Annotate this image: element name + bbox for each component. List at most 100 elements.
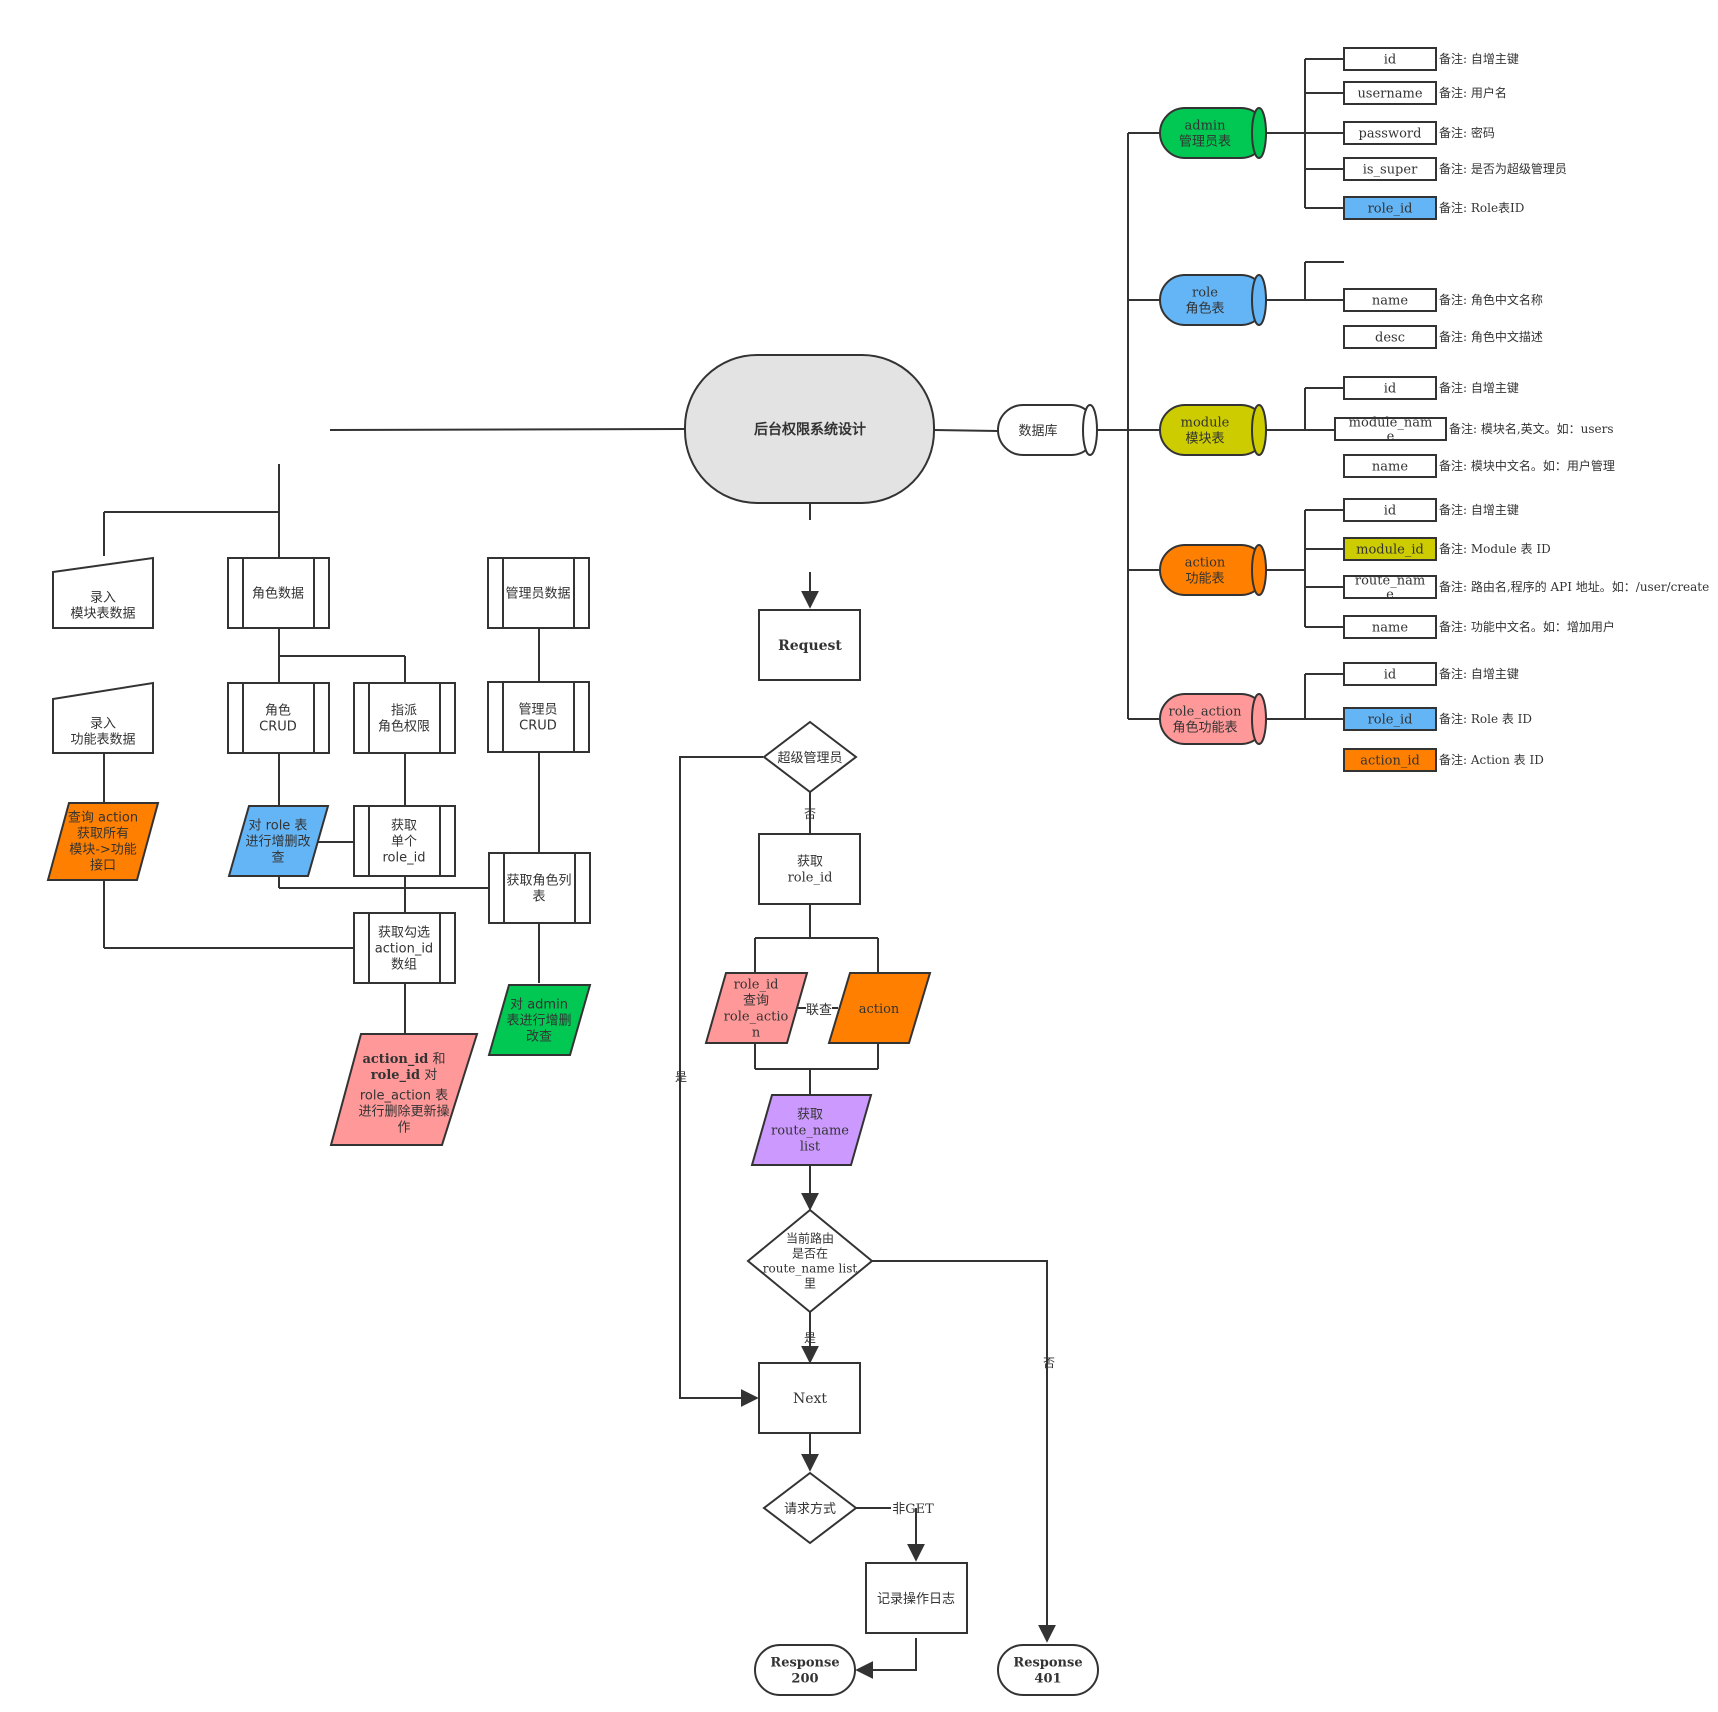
input-module-node: 录入模块表数据 <box>52 556 154 629</box>
field-note: 备注: Role 表 ID <box>1439 711 1532 726</box>
field-note: 备注: 模块中文名。如：用户管理 <box>1439 458 1615 473</box>
field-name: name <box>1372 294 1408 309</box>
field-box <box>1343 121 1437 145</box>
field-box <box>1343 498 1437 522</box>
action-node: action <box>827 972 932 1044</box>
svg-text:请求方式: 请求方式 <box>784 1501 836 1517</box>
log-node: 记录操作日志 <box>865 1562 968 1634</box>
field-name: role_id <box>1368 202 1413 217</box>
field-note: 备注: 角色中文名称 <box>1439 292 1543 307</box>
field-name: id <box>1384 504 1396 519</box>
field-note: 备注: Module 表 ID <box>1439 541 1551 556</box>
field-box <box>1343 575 1437 599</box>
field-note: 备注: Role表ID <box>1439 200 1524 215</box>
field-box <box>1343 662 1437 686</box>
role-table-crud-node: 对 role 表进行增删改查 <box>227 805 330 877</box>
svg-text:Request: Request <box>778 638 842 654</box>
field-box <box>1343 157 1437 181</box>
field-box <box>1343 615 1437 639</box>
svg-text:录入模块表数据: 录入模块表数据 <box>70 591 135 622</box>
field-box <box>1334 417 1447 441</box>
svg-text:记录操作日志: 记录操作日志 <box>877 1591 955 1607</box>
field-box <box>1343 325 1437 349</box>
field-name: role_id <box>1368 713 1413 728</box>
field-box <box>1343 748 1437 772</box>
field-name: action_id <box>1360 754 1420 769</box>
join-label: 联查 <box>806 1003 832 1018</box>
field-note: 备注: 功能中文名。如：增加用户 <box>1439 619 1615 634</box>
input-action-node: 录入功能表数据 <box>52 681 154 754</box>
no-label-super: 否 <box>804 807 816 821</box>
svg-text:获取角色列表: 获取角色列表 <box>506 873 571 905</box>
svg-text:超级管理员: 超级管理员 <box>777 751 842 766</box>
svg-text:action_id 和: action_id 和 <box>362 1052 445 1067</box>
field-note: 备注: 是否为超级管理员 <box>1439 161 1567 176</box>
field-name: id <box>1384 53 1396 68</box>
no-label-route: 否 <box>1043 1356 1055 1370</box>
field-note: 备注: 自增主键 <box>1439 380 1519 395</box>
field-note: 备注: 角色中文描述 <box>1439 329 1543 344</box>
field-box <box>1343 288 1437 312</box>
field-box <box>1343 707 1437 731</box>
field-name: desc <box>1375 331 1405 346</box>
center-title: 后台权限系统设计 <box>754 421 866 438</box>
field-note: 备注: 路由名,程序的 API 地址。如：/user/create <box>1439 579 1709 594</box>
field-name: module_id <box>1356 543 1424 558</box>
svg-text:角色数据: 角色数据 <box>252 586 304 602</box>
non-get-label: 非GET <box>892 1502 934 1517</box>
field-name: id <box>1384 382 1396 397</box>
database-label: 数据库 <box>1018 423 1057 439</box>
field-box <box>1343 47 1437 71</box>
field-box <box>1343 81 1437 105</box>
get-role-list-node: 获取角色列表 <box>488 852 591 924</box>
next-node: Next <box>758 1362 861 1434</box>
svg-text:role_id 对: role_id 对 <box>371 1068 437 1083</box>
database-node: 数据库 <box>997 404 1098 456</box>
role-action-update-node: action_id 和 role_id 对 role_action 表进行删除更… <box>329 1033 479 1146</box>
table-cylinder-cap <box>1251 693 1267 745</box>
table-cylinder-cap <box>1251 274 1267 326</box>
method-decision: 请求方式 <box>762 1471 858 1545</box>
field-box <box>1343 376 1437 400</box>
request-node: Request <box>758 609 861 681</box>
field-box <box>1343 454 1437 478</box>
svg-text:Next: Next <box>793 1391 827 1407</box>
center-title-node: 后台权限系统设计 <box>684 354 935 504</box>
table-cylinder-cap <box>1251 404 1267 456</box>
svg-text:role_action 表进行删除更新操作: role_action 表进行删除更新操作 <box>358 1089 449 1136</box>
field-note: 备注: 密码 <box>1439 125 1495 140</box>
role-data-node: 角色数据 <box>227 557 330 629</box>
field-note: 备注: Action 表 ID <box>1439 752 1544 767</box>
super-admin-decision: 超级管理员 <box>762 720 858 794</box>
field-note: 备注: 自增主键 <box>1439 666 1519 681</box>
